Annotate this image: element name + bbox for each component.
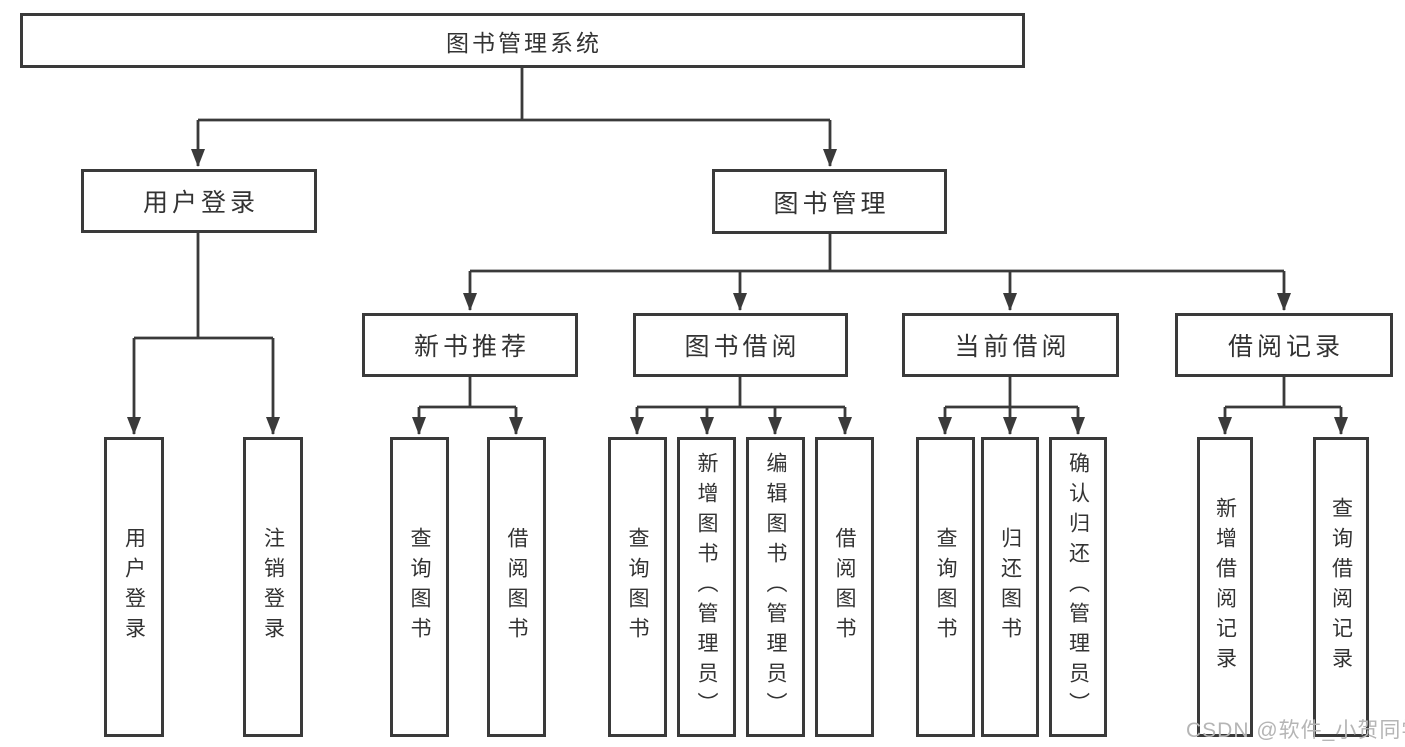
leaf-nbr-borrow-books: 借阅图书 (487, 437, 546, 737)
node-new-book-recommend: 新书推荐 (362, 313, 578, 377)
leaf-bb-borrow-books: 借阅图书 (815, 437, 874, 737)
node-root: 图书管理系统 (20, 13, 1025, 68)
leaf-br-query-record: 查询借阅记录 (1313, 437, 1369, 737)
leaf-logout: 注销登录 (243, 437, 303, 737)
leaf-br-add-record: 新增借阅记录 (1197, 437, 1253, 737)
node-current-borrow: 当前借阅 (902, 313, 1119, 377)
leaf-bb-edit-books: 编辑图书（管理员） (746, 437, 805, 737)
leaf-bb-query-books: 查询图书 (608, 437, 667, 737)
leaf-bb-add-books: 新增图书（管理员） (677, 437, 736, 737)
leaf-cb-return-books: 归还图书 (981, 437, 1039, 737)
leaf-user-login: 用户登录 (104, 437, 164, 737)
leaf-cb-query-books: 查询图书 (916, 437, 975, 737)
leaf-cb-confirm-return: 确认归还（管理员） (1049, 437, 1107, 737)
leaf-nbr-query-books: 查询图书 (390, 437, 449, 737)
watermark: CSDN @软件_小贺同学 (1186, 719, 1405, 742)
node-book-borrow: 图书借阅 (633, 313, 848, 377)
node-borrow-records: 借阅记录 (1175, 313, 1393, 377)
node-book-management: 图书管理 (712, 169, 947, 234)
node-user-login: 用户登录 (81, 169, 317, 233)
